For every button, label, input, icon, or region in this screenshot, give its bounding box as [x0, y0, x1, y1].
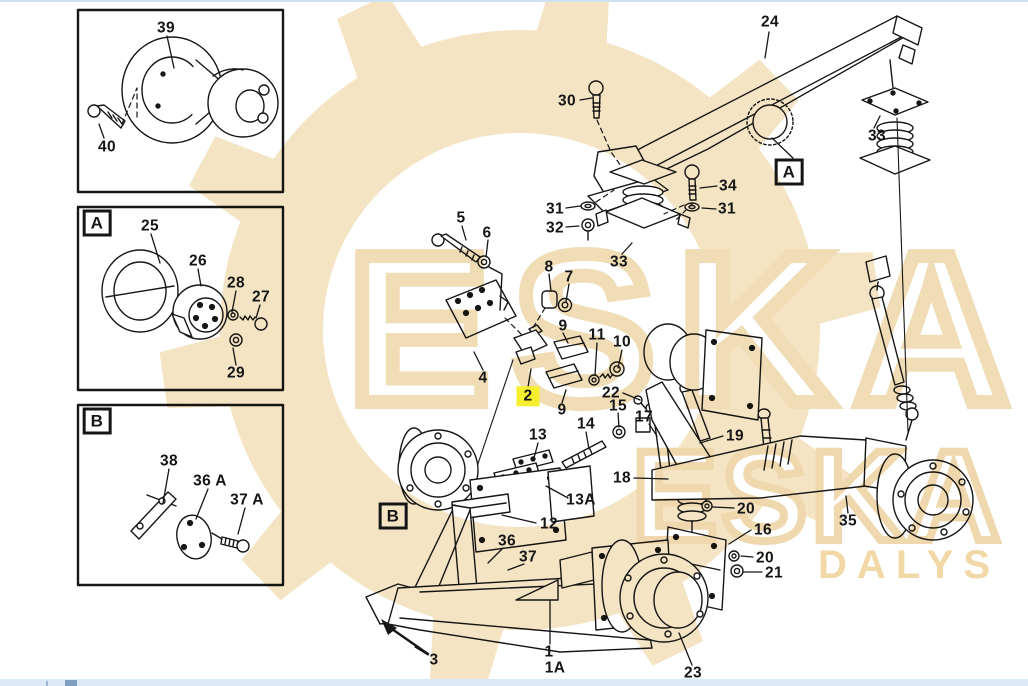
- part-label-6: 6: [482, 224, 492, 242]
- part-label-32: 32: [545, 219, 565, 237]
- part-label-39: 39: [156, 19, 176, 37]
- part-label-1A: 1A: [544, 659, 566, 677]
- scrollbar-tick: [46, 681, 48, 686]
- part-label-18: 18: [612, 469, 632, 487]
- view-marker-B: B: [378, 502, 408, 530]
- part-label-33: 33: [609, 253, 629, 271]
- part-label-30: 30: [557, 92, 577, 110]
- part-label-36 A: 36 A: [193, 472, 227, 490]
- part-label-9: 9: [557, 401, 567, 419]
- part-label-20: 20: [736, 500, 756, 518]
- part-label-19: 19: [725, 427, 745, 445]
- part-label-21: 21: [764, 564, 784, 582]
- part-label-7: 7: [564, 268, 574, 286]
- part-label-35: 35: [838, 512, 858, 530]
- part-label-13: 13: [528, 426, 548, 444]
- part-label-40: 40: [97, 138, 117, 156]
- part-label-23: 23: [683, 664, 703, 682]
- mount-33-right-drawing: [859, 59, 931, 175]
- part-label-9: 9: [558, 317, 568, 335]
- part-label-12: 12: [539, 515, 559, 533]
- part-label-5: 5: [456, 209, 466, 227]
- part-label-33: 33: [867, 127, 887, 145]
- part-label-26: 26: [188, 252, 208, 270]
- top-edge-strip: [0, 0, 1028, 2]
- part-label-15: 15: [608, 397, 628, 415]
- view-marker-A: A: [82, 209, 112, 237]
- part-label-10: 10: [612, 333, 632, 351]
- part-label-2[interactable]: 2: [516, 386, 540, 406]
- part-label-3: 3: [429, 651, 439, 669]
- part-label-4: 4: [478, 369, 488, 387]
- part-label-16: 16: [753, 521, 773, 539]
- part-label-31: 31: [545, 200, 565, 218]
- view-marker-B: B: [82, 407, 112, 435]
- bottom-scrollbar[interactable]: [0, 679, 1028, 686]
- part-label-37: 37: [518, 548, 538, 566]
- part-label-27: 27: [251, 288, 271, 306]
- part-label-37 A: 37 A: [230, 491, 264, 509]
- part-label-38: 38: [159, 452, 179, 470]
- part-label-25: 25: [140, 217, 160, 235]
- scrollbar-thumb[interactable]: [65, 680, 77, 686]
- part-label-36: 36: [497, 532, 517, 550]
- part-label-34: 34: [718, 177, 738, 195]
- part-label-17: 17: [634, 408, 654, 426]
- inset-box-b: [76, 403, 285, 587]
- part-label-14: 14: [576, 415, 596, 433]
- part-label-1: 1: [544, 643, 554, 661]
- part-label-31: 31: [717, 200, 737, 218]
- part-label-13A: 13A: [566, 491, 596, 509]
- view-marker-A: A: [774, 158, 804, 186]
- part-label-28: 28: [226, 274, 246, 292]
- part-label-24: 24: [760, 13, 780, 31]
- part-label-8: 8: [544, 258, 554, 276]
- part-label-29: 29: [226, 364, 246, 382]
- part-label-11: 11: [588, 326, 606, 344]
